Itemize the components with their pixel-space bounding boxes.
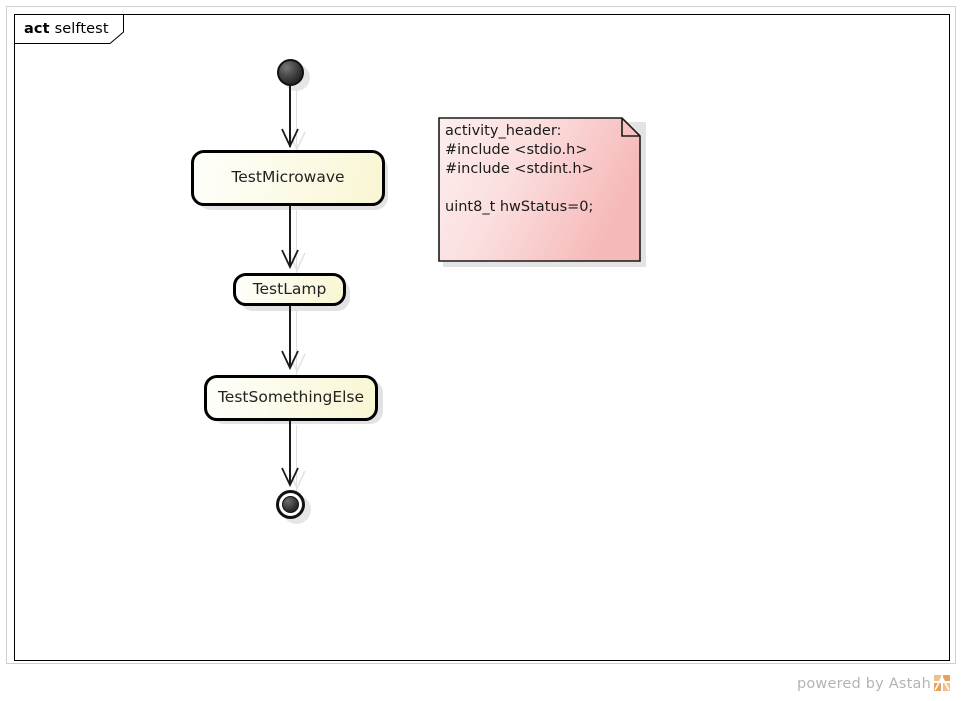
frame-tab-shape-icon xyxy=(14,14,124,44)
flow-edge-2[interactable] xyxy=(289,206,291,267)
action-node-2-label: TestLamp xyxy=(252,279,327,298)
flow-edge-4[interactable] xyxy=(289,421,291,485)
final-node[interactable] xyxy=(276,490,305,519)
frame-name-tab: act selftest xyxy=(14,14,124,44)
flow-edge-3-arrowhead xyxy=(281,350,299,370)
action-node-2[interactable]: TestLamp xyxy=(233,273,346,306)
astah-logo-icon xyxy=(933,674,952,693)
action-node-1[interactable]: TestMicrowave xyxy=(191,150,385,206)
watermark-text: powered by Astah xyxy=(796,675,931,692)
action-node-3[interactable]: TestSomethingElse xyxy=(204,375,378,421)
flow-edge-3-arrowhead-shadow xyxy=(288,353,306,373)
flow-edge-1-shadow xyxy=(296,88,297,153)
flow-edge-2-shadow xyxy=(296,210,297,275)
final-node-inner-dot xyxy=(282,496,299,513)
frame-name: selftest xyxy=(54,21,109,37)
note-text: activity_header: #include <stdio.h> #inc… xyxy=(445,123,594,215)
frame-keyword: act xyxy=(24,21,50,37)
initial-node[interactable] xyxy=(277,59,304,86)
action-node-3-label: TestSomethingElse xyxy=(217,388,365,407)
powered-by-watermark: powered by Astah xyxy=(797,674,952,693)
flow-edge-2-arrowhead-shadow xyxy=(288,252,306,272)
action-node-1-label: TestMicrowave xyxy=(231,168,345,187)
flow-edge-4-arrowhead xyxy=(281,467,299,487)
flow-edge-1[interactable] xyxy=(289,85,291,147)
flow-edge-3-shadow xyxy=(296,311,297,376)
note-shape[interactable]: activity_header: #include <stdio.h> #inc… xyxy=(438,117,646,267)
note-body-icon xyxy=(438,117,641,262)
flow-edge-1-arrowhead xyxy=(281,128,299,148)
flow-edge-2-arrowhead xyxy=(281,249,299,269)
flow-edge-1-arrowhead-shadow xyxy=(288,131,306,151)
flow-edge-3[interactable] xyxy=(289,306,291,368)
activity-diagram-frame xyxy=(14,14,950,661)
flow-edge-4-arrowhead-shadow xyxy=(288,470,306,490)
flow-edge-4-shadow xyxy=(296,425,297,491)
